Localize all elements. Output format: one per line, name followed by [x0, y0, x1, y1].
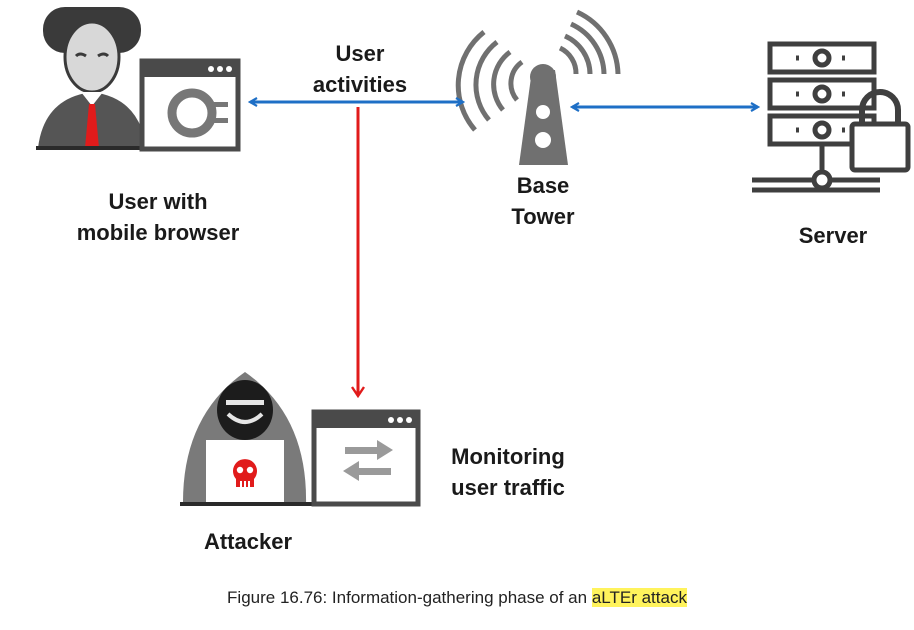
browser-window-icon [139, 58, 241, 152]
label-attacker: Attacker [203, 529, 293, 554]
caption-prefix: Figure 16.76: Information-gathering phas… [227, 588, 592, 607]
lock-icon [849, 89, 911, 173]
label-base-tower: Base Tower [511, 173, 575, 229]
label-user-activities: User activities [312, 41, 408, 97]
caption-highlight: aLTEr attack [591, 588, 687, 607]
user-icon [36, 7, 180, 150]
label-monitoring: Monitoring user traffic [451, 444, 565, 500]
cell-tower-icon [455, 9, 621, 165]
figure-caption: Figure 16.76: Information-gathering phas… [0, 588, 914, 608]
skull-icon [233, 459, 258, 487]
label-user: User with mobile browser [76, 189, 240, 245]
attacker-browser-window-icon [311, 409, 421, 507]
label-server: Server [798, 223, 868, 248]
swap-arrows-icon [343, 440, 393, 481]
hacker-icon [180, 372, 312, 506]
